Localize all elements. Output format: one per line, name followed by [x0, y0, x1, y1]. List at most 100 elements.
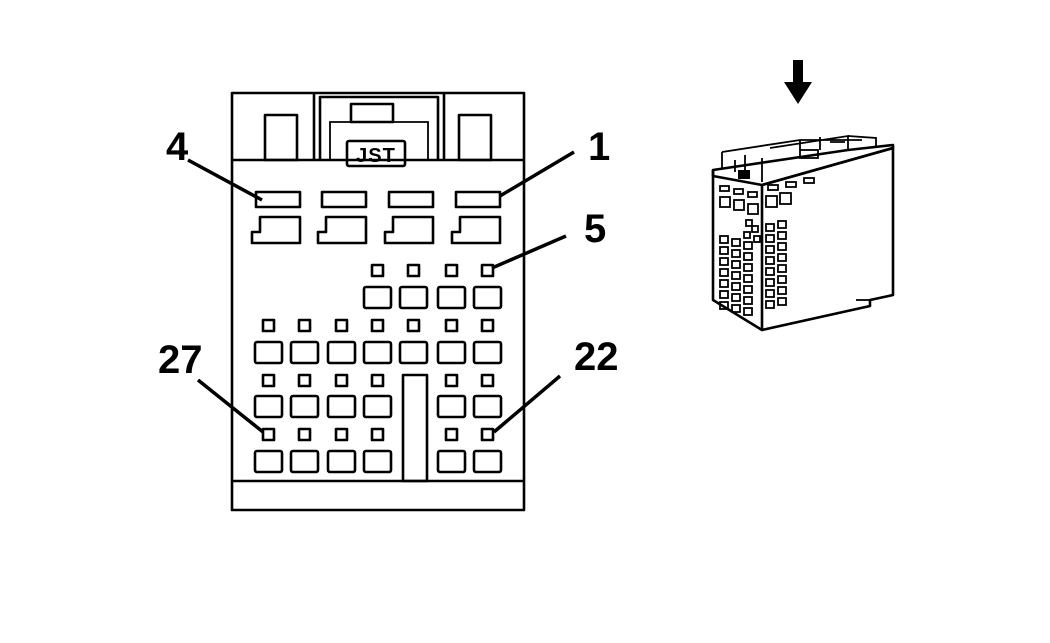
iso-slot [719, 185, 730, 192]
pin-label-4: 4 [166, 125, 189, 169]
small-pin [406, 318, 421, 333]
leader-pin-4 [187, 158, 263, 202]
large-pin [398, 340, 429, 365]
iso-pin [743, 307, 753, 316]
leader-pin-1 [499, 150, 575, 198]
small-pin [297, 427, 312, 442]
hook-cavity [250, 215, 302, 245]
pin-label-22: 22 [574, 335, 619, 379]
iso-brand-tag [738, 170, 750, 179]
small-pin [480, 427, 495, 442]
iso-pin [731, 271, 741, 280]
iso-side-pin [777, 275, 787, 284]
pin-label-1: 1 [588, 125, 610, 169]
latch-slot [387, 190, 435, 209]
iso-side-pin [765, 300, 775, 309]
iso-pin [719, 301, 729, 310]
large-pin [472, 449, 503, 474]
right-post [457, 113, 493, 162]
iso-side-pin [777, 220, 787, 229]
connector-isometric-view [711, 134, 895, 332]
large-pin [253, 394, 284, 419]
large-pin [472, 340, 503, 365]
down-arrow-icon [784, 60, 812, 104]
small-pin [297, 373, 312, 388]
iso-pin [731, 238, 741, 247]
connector-front-face: JST [230, 91, 526, 512]
hook-cavity [450, 215, 502, 245]
large-pin [436, 394, 467, 419]
iso-side-cavities [765, 177, 815, 309]
iso-side-pin [777, 264, 787, 273]
iso-side-hook [779, 192, 792, 205]
large-pin [362, 340, 393, 365]
large-pin [436, 285, 467, 310]
latch-slot [254, 190, 302, 209]
large-pin [398, 285, 429, 310]
iso-side-slot [785, 181, 797, 188]
iso-side-slot [803, 177, 815, 184]
small-pin [334, 373, 349, 388]
iso-front-cavities [719, 185, 761, 316]
small-pin [370, 427, 385, 442]
small-pin [444, 263, 459, 278]
small-pin-cavities [261, 263, 495, 442]
large-pin [289, 394, 320, 419]
iso-hook [733, 199, 745, 211]
large-pin [362, 285, 393, 310]
iso-side-pin [777, 231, 787, 240]
large-pin [253, 340, 284, 365]
iso-top-tab [799, 149, 819, 159]
large-pin [436, 340, 467, 365]
iso-pin [743, 285, 753, 294]
large-pin [326, 449, 357, 474]
latch-housing [312, 93, 446, 160]
small-pin [261, 427, 276, 442]
iso-pin [719, 257, 729, 266]
small-pin [297, 318, 312, 333]
iso-hook [719, 196, 731, 208]
iso-pin [743, 263, 753, 272]
latch-slot [320, 190, 368, 209]
large-pin [472, 394, 503, 419]
left-post [263, 113, 299, 162]
small-pin [370, 373, 385, 388]
pin-label-5: 5 [584, 207, 606, 251]
iso-pin [719, 290, 729, 299]
iso-small-pin [753, 235, 761, 243]
small-pin [444, 373, 459, 388]
iso-small-pin [745, 219, 753, 227]
small-pin [370, 318, 385, 333]
iso-hook [747, 203, 759, 215]
iso-side-face [761, 146, 895, 332]
small-pin [480, 263, 495, 278]
hook-cavities [250, 215, 502, 245]
pin-callouts: 4 1 5 27 22 [158, 125, 619, 434]
iso-pin [719, 279, 729, 288]
iso-side-pin [765, 278, 775, 287]
iso-side-pin [777, 253, 787, 262]
latch-tab [349, 102, 395, 124]
iso-side-pin [765, 256, 775, 265]
small-pin [370, 263, 385, 278]
iso-small-pin [751, 225, 759, 233]
iso-pin [719, 246, 729, 255]
iso-pin [731, 249, 741, 258]
iso-side-slot [767, 184, 779, 191]
iso-pin [731, 260, 741, 269]
iso-side-pin [777, 242, 787, 251]
iso-side-pin [765, 223, 775, 232]
small-pin [406, 263, 421, 278]
iso-pin [731, 282, 741, 291]
large-pin [362, 449, 393, 474]
large-pin [289, 449, 320, 474]
center-key-slot [401, 373, 429, 483]
iso-slot [733, 188, 744, 195]
small-pin [261, 373, 276, 388]
leader-pin-5 [491, 234, 567, 270]
iso-slot [747, 191, 758, 198]
small-pin [444, 318, 459, 333]
small-pin [480, 318, 495, 333]
iso-side-pin [777, 297, 787, 306]
